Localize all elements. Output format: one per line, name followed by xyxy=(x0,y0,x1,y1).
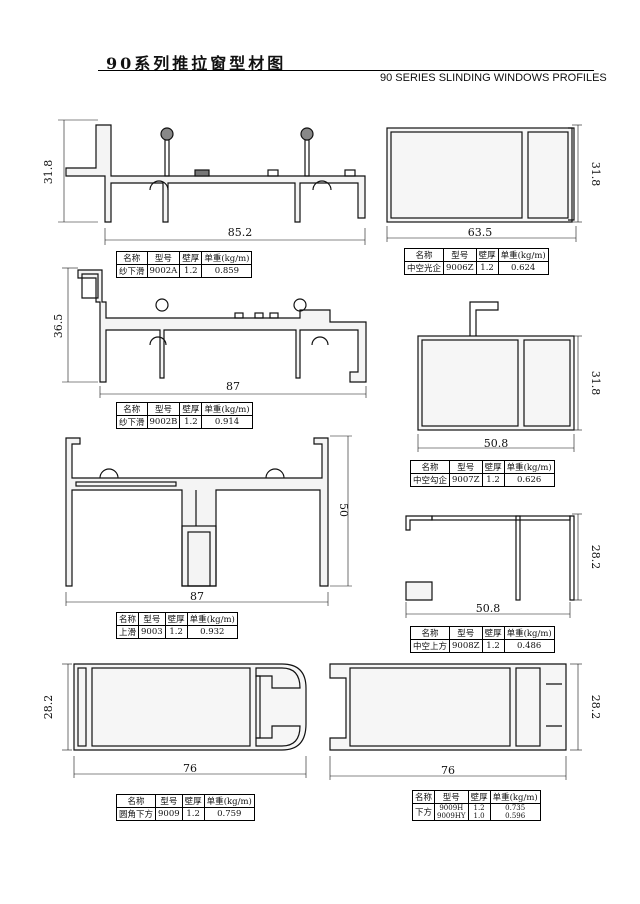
dim-9002b-width: 87 xyxy=(226,380,240,393)
dim-9002b-height: 36.5 xyxy=(52,314,65,339)
profile-9009-drawing xyxy=(73,663,307,751)
dim-9009-width: 76 xyxy=(183,762,197,775)
cell-model: 9002A xyxy=(146,264,181,278)
dim-9009h-height: 28.2 xyxy=(589,695,602,720)
profile-9002a-drawing xyxy=(65,124,366,223)
header-wall: 壁厚 xyxy=(179,251,203,265)
profile-9008z-drawing xyxy=(405,515,575,601)
dim-9007z-width: 50.8 xyxy=(484,437,509,450)
profile-9007z-drawing xyxy=(417,301,575,431)
profile-9003-drawing xyxy=(65,437,329,587)
dim-9009-height: 28.2 xyxy=(42,695,55,720)
page-title-cn: 90系列推拉窗型材图 xyxy=(106,54,287,73)
dim-9006z-width: 63.5 xyxy=(468,226,493,239)
header-name: 名称 xyxy=(116,251,148,265)
dim-9009h-width: 76 xyxy=(441,764,455,777)
header-weight: 单重(kg/m) xyxy=(201,251,253,265)
page-title-en: 90 SERIES SLINDING WINDOWS PROFILES xyxy=(380,72,607,84)
dim-9008z-height: 28.2 xyxy=(589,545,602,570)
dim-9002a-width: 85.2 xyxy=(228,226,253,239)
profile-9002b-drawing xyxy=(77,269,367,383)
cell-name: 下方 xyxy=(411,803,436,821)
profile-9009h-drawing xyxy=(329,663,567,751)
header-model: 型号 xyxy=(146,251,181,265)
dim-9003-height: 50 xyxy=(337,503,350,517)
title-rule xyxy=(98,70,594,71)
cell-name: 纱下滑 xyxy=(116,264,148,278)
dim-9003-width: 87 xyxy=(190,590,204,603)
cell-wall: 1.2 xyxy=(179,264,203,278)
dim-9007z-height: 31.8 xyxy=(589,371,602,396)
dim-9006z-height: 31.8 xyxy=(589,162,602,187)
dim-9002a-height: 31.8 xyxy=(42,160,55,185)
dim-9008z-width: 50.8 xyxy=(476,602,501,615)
profile-9006z-drawing xyxy=(386,127,575,223)
cell-weight: 0.859 xyxy=(201,264,253,278)
